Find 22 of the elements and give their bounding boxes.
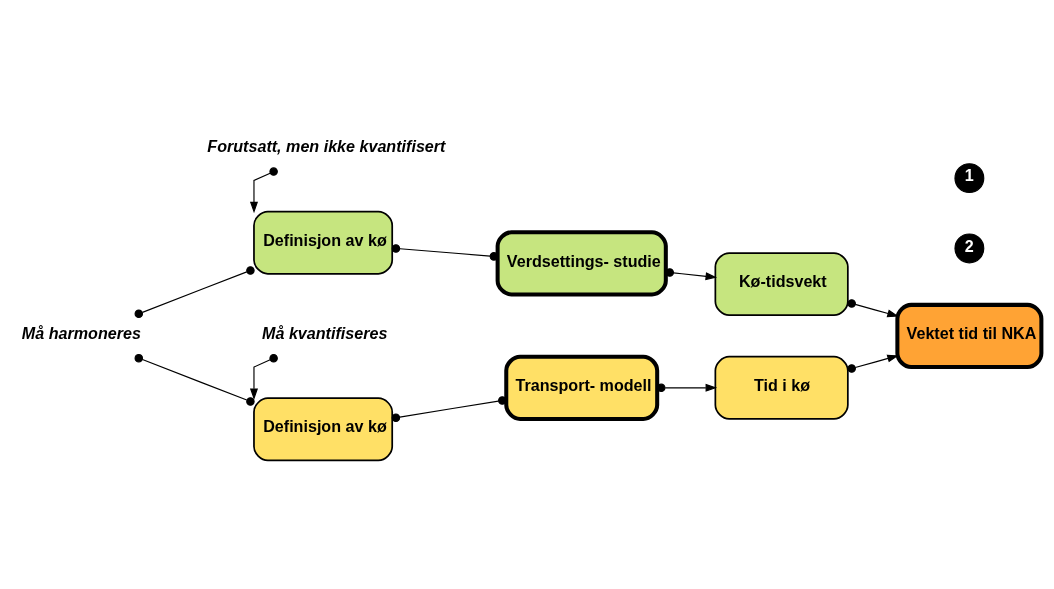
- node-box: Definisjon av kø: [253, 210, 394, 275]
- node-box: Kø-tidsvekt: [714, 252, 849, 317]
- node-text: Må kvantifiseres: [262, 324, 388, 343]
- arrow: [657, 383, 718, 393]
- arrow: [249, 353, 278, 400]
- node-box: Definisjon av kø: [253, 397, 394, 462]
- node-box: Tid i kø: [714, 355, 849, 420]
- connector: [134, 353, 255, 406]
- arrow: [249, 167, 278, 214]
- node-box: Vektet tid til NKA: [895, 302, 1044, 370]
- node-box: Verdsettings- studie: [495, 230, 668, 297]
- connector: [391, 396, 507, 422]
- arrow: [665, 268, 718, 281]
- node-text: Må harmoneres: [21, 324, 141, 343]
- arrow: [847, 299, 899, 318]
- node-box: Transport- modell: [504, 354, 660, 421]
- connector: [391, 244, 499, 261]
- label: 1: [964, 166, 974, 185]
- label: 2: [964, 236, 974, 255]
- node-text: Forutsatt, men ikke kvantifisert: [207, 137, 446, 156]
- connector: [134, 266, 255, 319]
- arrow: [847, 354, 899, 373]
